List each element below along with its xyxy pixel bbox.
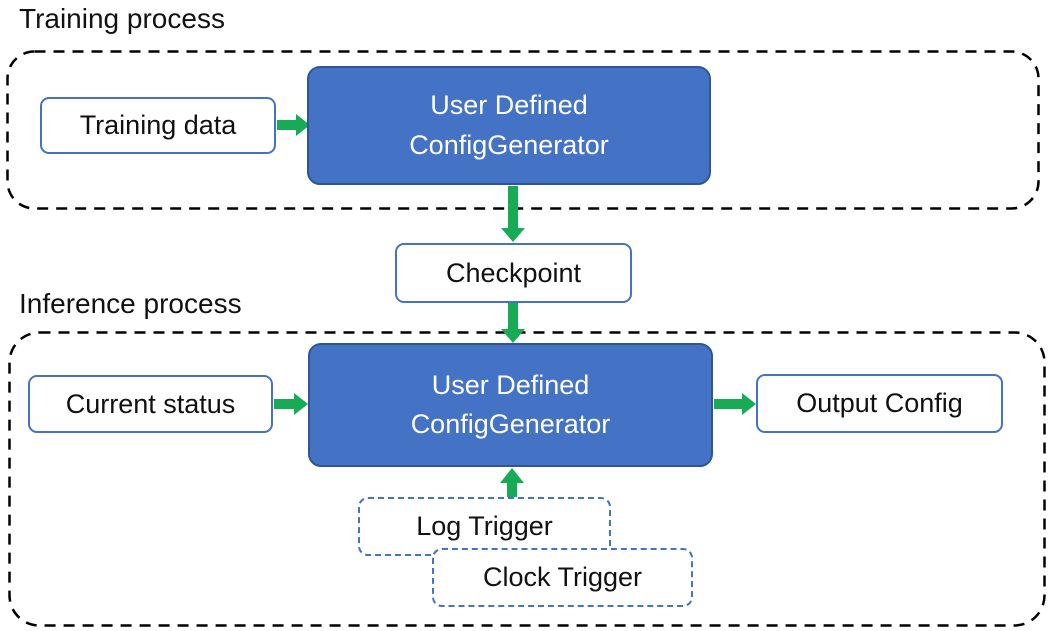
- arrow-configgen-to-output-config: [714, 393, 756, 415]
- inference-process-label: Inference process: [19, 288, 242, 319]
- arrow-configgen-to-checkpoint: [501, 186, 525, 242]
- config-generator-inference-box: User Defined ConfigGenerator: [308, 343, 713, 467]
- training-process-container: [6, 50, 1040, 210]
- arrow-triggers-to-configgen: [500, 468, 524, 498]
- current-status-box: Current status: [28, 375, 273, 433]
- training-data-box: Training data: [40, 97, 276, 154]
- log-trigger-box: Log Trigger: [358, 497, 611, 556]
- checkpoint-box: Checkpoint: [395, 243, 632, 303]
- arrow-checkpoint-to-configgen: [501, 303, 525, 343]
- clock-trigger-box: Clock Trigger: [432, 548, 693, 607]
- training-process-label: Training process: [19, 3, 225, 34]
- arrow-current-status-to-configgen: [274, 393, 308, 415]
- output-config-box: Output Config: [756, 374, 1003, 433]
- inference-process-container: [8, 331, 1046, 627]
- arrow-training-data-to-configgen: [277, 114, 310, 136]
- config-generator-training-box: User Defined ConfigGenerator: [307, 66, 711, 185]
